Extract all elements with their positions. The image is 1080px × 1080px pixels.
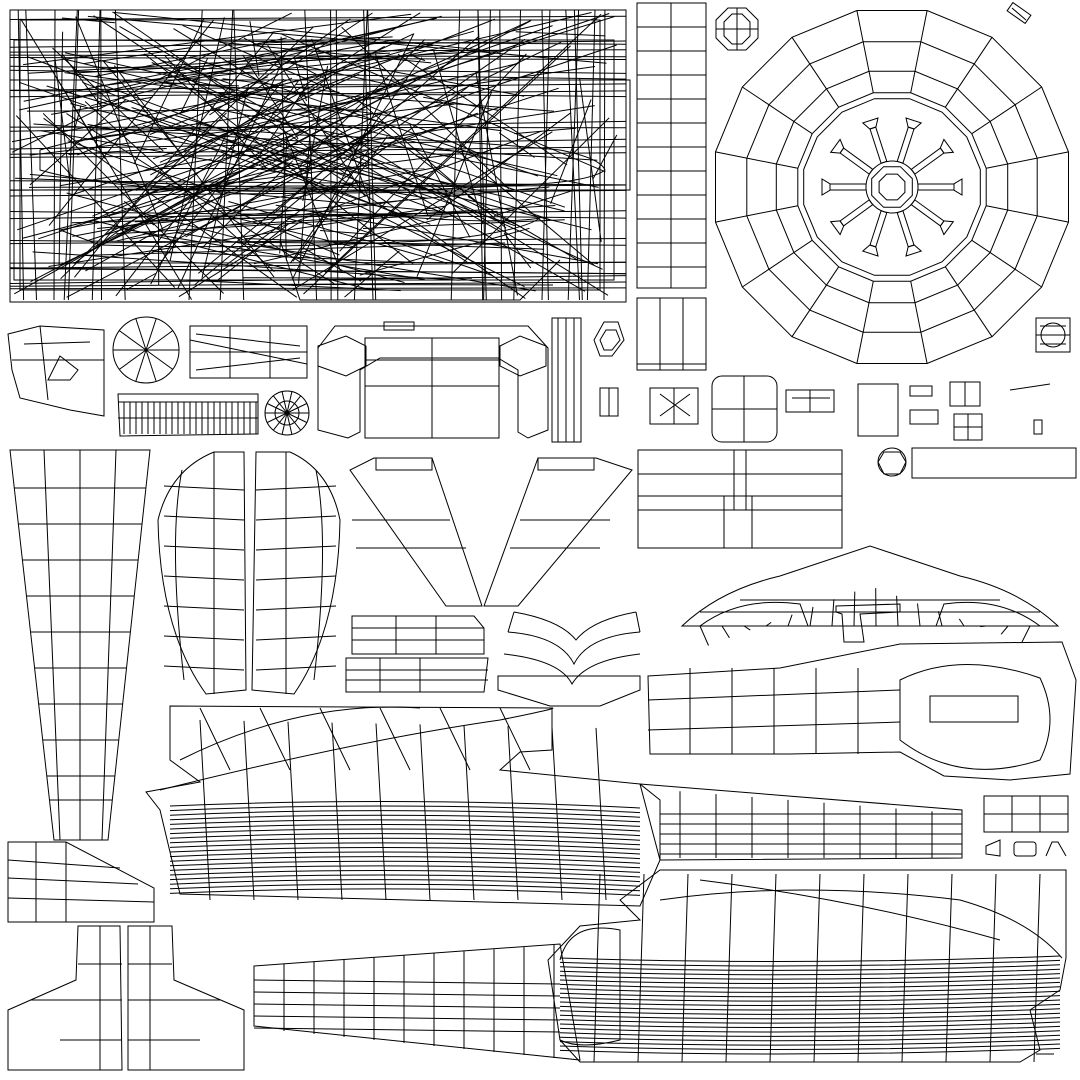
cockpit-frame-island <box>318 322 548 438</box>
small-detail-islands <box>786 382 1050 440</box>
wing-span-island <box>682 546 1058 646</box>
long-bar-island <box>912 448 1076 478</box>
small-octagon-island <box>716 8 758 50</box>
fringe-strip-island <box>118 394 258 436</box>
small-ball-island <box>878 448 906 476</box>
t-bracket-island <box>836 604 900 642</box>
radial-wheel-island <box>716 11 1069 364</box>
left-intake-wedge-island <box>350 458 482 606</box>
pipe-stub-islands <box>600 388 698 424</box>
small-ring-island <box>1036 318 1070 352</box>
vertical-grid-strip-island <box>637 3 706 288</box>
fin-panel-island <box>8 326 104 416</box>
stacked-block-island <box>638 450 842 548</box>
fuselage-side-island <box>146 706 660 906</box>
tail-fin-island <box>8 842 154 922</box>
right-canopy-half-island <box>252 452 340 694</box>
right-intake-wedge-island <box>484 458 632 606</box>
chevron-vane-islands <box>498 612 640 706</box>
tall-fuselage-strip-island <box>10 450 150 840</box>
trapezoid-panel-island <box>190 326 307 378</box>
small-grid-island <box>984 796 1068 856</box>
small-radial-disc-island <box>265 391 309 435</box>
left-canopy-half-island <box>158 452 246 694</box>
vertical-rail-island <box>552 318 581 442</box>
triple-column-island <box>637 298 706 370</box>
hull-top-island <box>648 642 1076 780</box>
pie-disc-island <box>113 317 179 383</box>
left-leg-island <box>8 926 122 1070</box>
horizontal-plate-islands <box>346 616 488 692</box>
tiny-pin-island <box>1007 3 1031 24</box>
rounded-square-island <box>712 376 777 442</box>
tail-boom-island <box>640 784 962 860</box>
dense-overlap-island-cluster <box>10 10 630 302</box>
tail-boom-lower-island <box>254 944 580 1060</box>
small-hexagon-island <box>594 322 624 356</box>
fuselage-lower-island <box>548 870 1066 1062</box>
right-leg-island <box>128 926 244 1070</box>
